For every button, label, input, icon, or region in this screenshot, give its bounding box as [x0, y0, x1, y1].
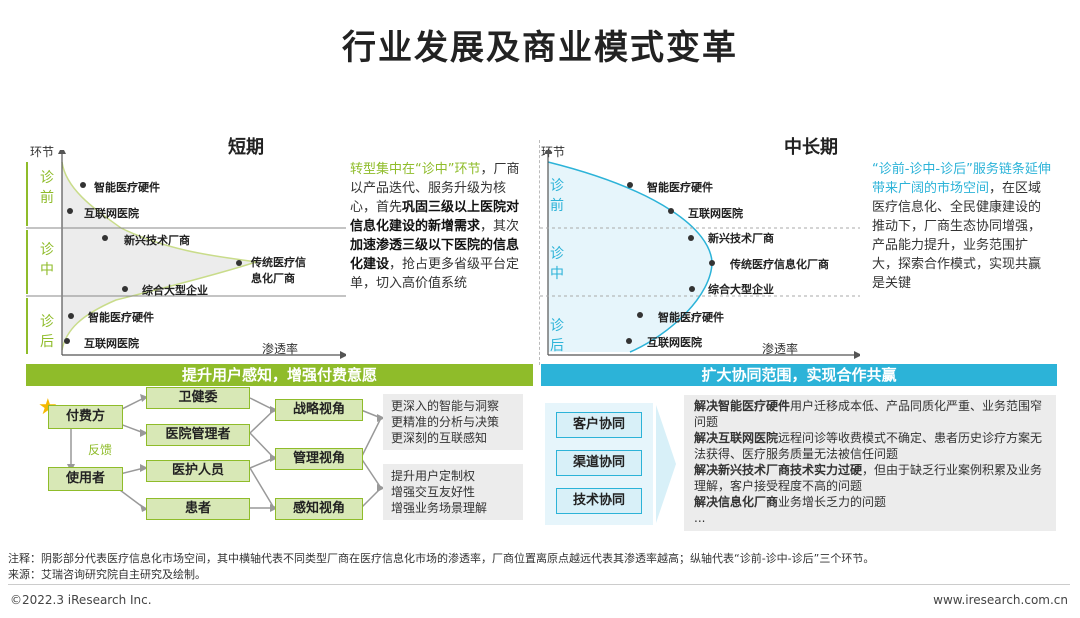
r-item-smart-hardware: 智能医疗硬件	[647, 181, 713, 194]
collab-customer: 客户协同	[556, 412, 642, 438]
view-management: 管理视角	[275, 448, 363, 470]
dot	[102, 235, 108, 241]
dot	[236, 260, 242, 266]
item-traditional-vendor: 传统医疗信 息化厂商	[251, 256, 306, 285]
short-term-heading: 短期	[228, 137, 264, 158]
website: www.iresearch.com.cn	[933, 593, 1068, 607]
right-banner: 扩大协同范围，实现合作共赢	[541, 364, 1057, 386]
r-item-smart-hardware-post: 智能医疗硬件	[658, 311, 724, 324]
dot	[688, 235, 694, 241]
long-term-description: “诊前-诊中-诊后”服务链条延伸带来广阔的市场空间，在区域医疗信息化、全民健康建…	[872, 162, 1051, 291]
role-hospital-manager: 医院管理者	[146, 424, 250, 446]
left-banner: 提升用户感知，增强付费意愿	[26, 364, 533, 386]
collab-channel: 渠道协同	[556, 450, 642, 476]
dot	[68, 313, 74, 319]
left-y-axis-label: 环节	[30, 145, 55, 159]
problem-item: 解决信息化厂商业务增长乏力的问题	[694, 495, 887, 509]
r-item-internet-hospital: 互联网医院	[688, 207, 743, 220]
copyright: ©2022.3 iResearch Inc.	[10, 593, 152, 607]
short-term-description: 转型集中在“诊中”环节，厂商以产品迭代、服务升级为核心，首先巩固三级以上医院对信…	[350, 162, 520, 291]
dot	[67, 208, 73, 214]
view-strategic: 战略视角	[275, 399, 363, 421]
left-x-axis-label: 渗透率	[262, 342, 299, 356]
page-title: 行业发展及商业模式变革	[342, 28, 738, 68]
dot	[709, 260, 715, 266]
r-item-traditional-vendor: 传统医疗信息化厂商	[730, 258, 829, 271]
collab-arrow	[656, 405, 676, 523]
item-smart-hardware: 智能医疗硬件	[94, 181, 160, 194]
feedback-label: 反馈	[88, 443, 113, 457]
view-perception: 感知视角	[275, 498, 363, 520]
notes-top: 更深入的智能与洞察 更精准的分析与决策 更深刻的互联感知	[383, 394, 523, 450]
right-stage-mid: 诊 中	[550, 246, 564, 282]
user-box: 使用者	[48, 467, 123, 491]
item-internet-hospital: 互联网医院	[84, 207, 139, 220]
long-term-heading: 中长期	[784, 137, 838, 158]
item-internet-hospital-post: 互联网医院	[84, 337, 139, 350]
section-divider	[539, 140, 540, 365]
item-emerging-tech: 新兴技术厂商	[124, 234, 190, 247]
right-stage-post: 诊 后	[550, 318, 564, 354]
source-line: 来源：艾瑞咨询研究院自主研究及绘制。	[8, 568, 206, 581]
role-medical-staff: 医护人员	[146, 460, 250, 482]
payer-box: 付费方	[48, 405, 123, 429]
r-item-emerging-tech: 新兴技术厂商	[708, 232, 774, 245]
r-item-large-enterprise: 综合大型企业	[708, 283, 774, 296]
short-term-chart	[26, 150, 346, 359]
dot	[626, 338, 632, 344]
dot	[122, 286, 128, 292]
left-stage-post: 诊 后	[40, 314, 54, 350]
dot	[64, 338, 70, 344]
collab-technology: 技术协同	[556, 488, 642, 514]
problem-list: 解决智能医疗硬件用户迁移成本低、产品同质化严重、业务范围窄问题 解决互联网医院远…	[684, 395, 1056, 531]
dot	[627, 182, 633, 188]
item-smart-hardware-post: 智能医疗硬件	[88, 311, 154, 324]
dot	[637, 312, 643, 318]
dot	[668, 208, 674, 214]
long-term-chart	[540, 150, 860, 359]
problem-item: 解决智能医疗硬件用户迁移成本低、产品同质化严重、业务范围窄问题	[694, 399, 1043, 429]
role-health-commission: 卫健委	[146, 387, 250, 409]
r-item-internet-hospital-post: 互联网医院	[647, 336, 702, 349]
dot	[80, 182, 86, 188]
left-stage-pre: 诊 前	[40, 170, 54, 206]
dot	[689, 286, 695, 292]
right-stage-pre: 诊 前	[550, 178, 564, 214]
footer-divider	[8, 584, 1070, 585]
left-stage-mid: 诊 中	[40, 242, 54, 278]
problem-item: 解决新兴技术厂商技术实力过硬，但由于缺乏行业案例积累及业务理解，客户接受程度不高…	[694, 463, 1043, 493]
ellipsis: ...	[694, 511, 706, 525]
problem-item: 解决互联网医院远程问诊等收费模式不确定、患者历史诊疗方案无法获得、医疗服务质量无…	[694, 431, 1043, 461]
notes-bottom: 提升用户定制权 增强交互友好性 增强业务场景理解	[383, 464, 523, 520]
item-large-enterprise: 综合大型企业	[142, 284, 208, 297]
note-line: 注释：阴影部分代表医疗信息化市场空间，其中横轴代表不同类型厂商在医疗信息化市场的…	[8, 552, 875, 565]
role-patient: 患者	[146, 498, 250, 520]
right-y-axis-label: 环节	[541, 145, 566, 159]
right-x-axis-label: 渗透率	[762, 342, 799, 356]
